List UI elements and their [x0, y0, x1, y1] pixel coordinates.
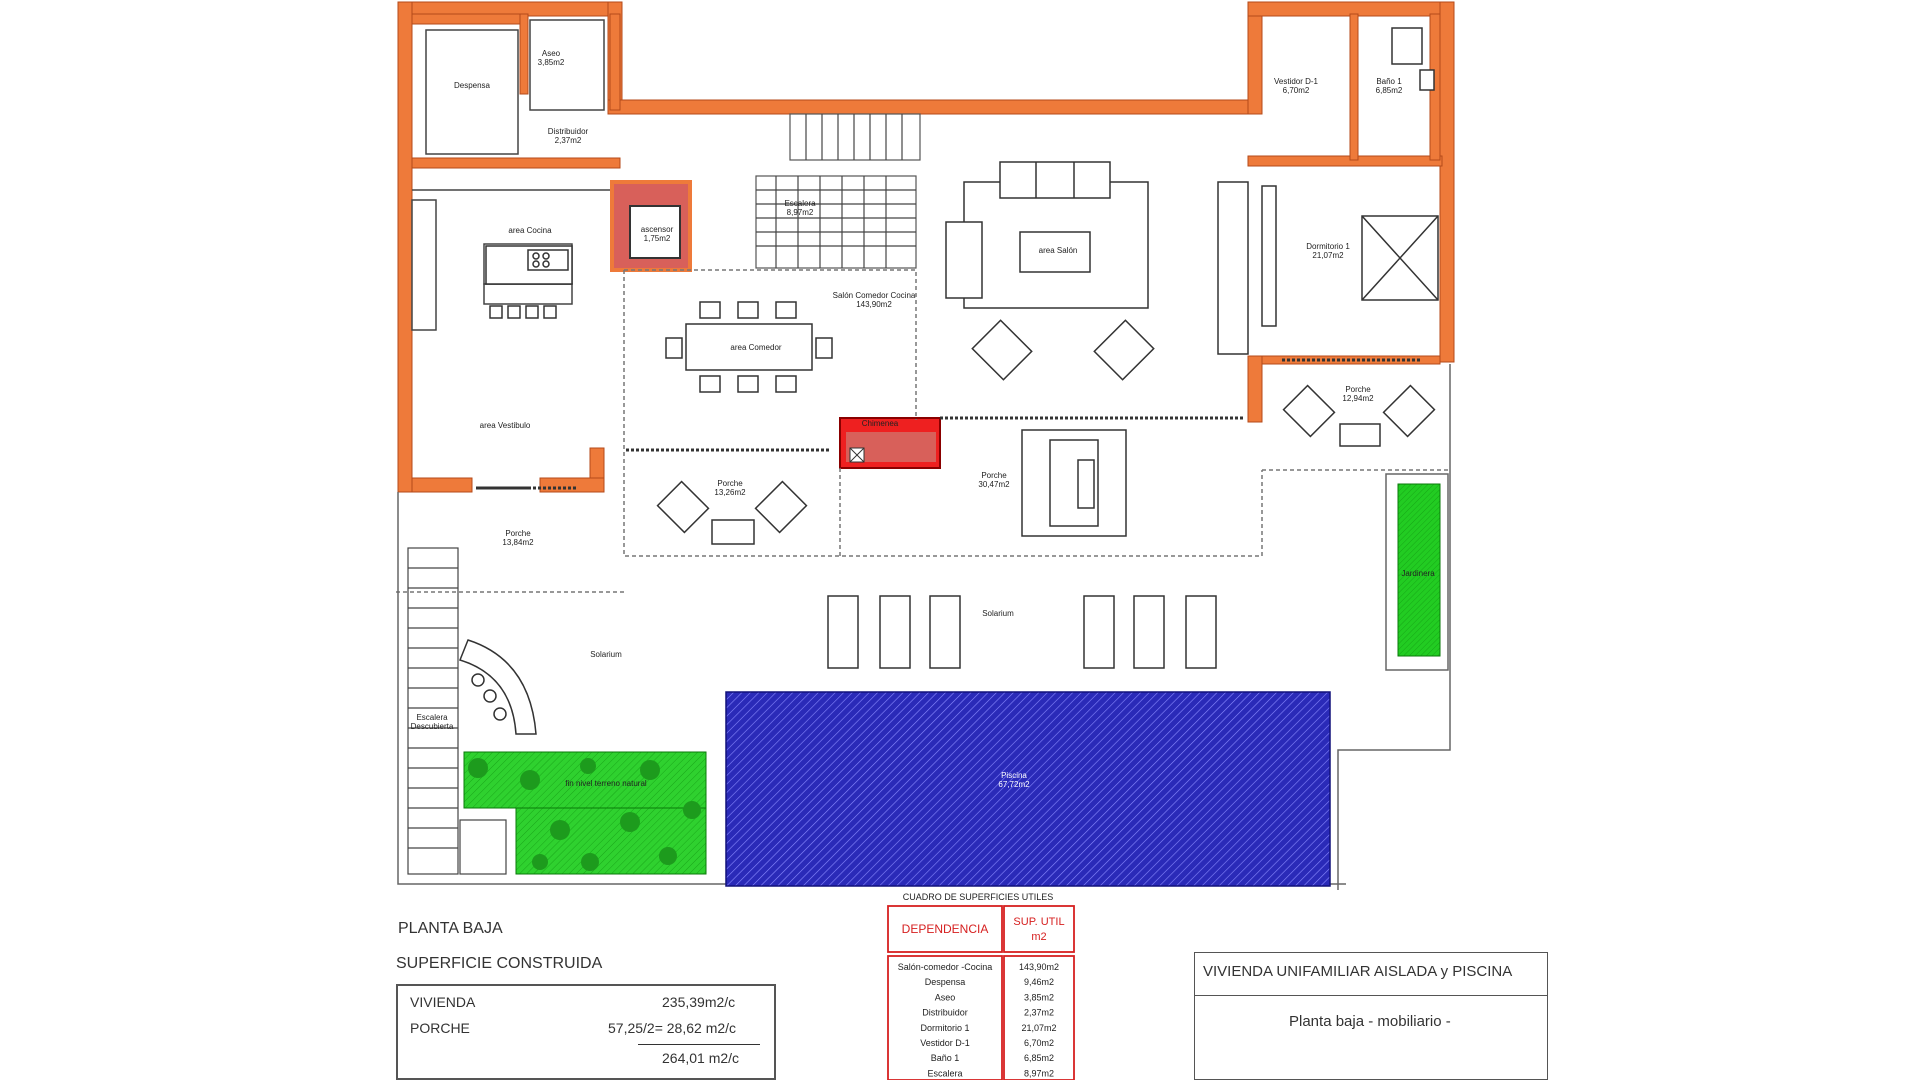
summary-row-value: 235,39m2/c	[662, 994, 736, 1010]
room-dormitorio: Dormitorio 1	[1306, 242, 1350, 251]
areas-table-row-name: Baño 1	[931, 1053, 960, 1063]
fireplace	[839, 417, 941, 469]
room-porche-center-area: 30,47m2	[978, 480, 1010, 489]
planter	[1397, 483, 1441, 657]
room-aseo-area: 3,85m2	[538, 58, 565, 67]
summary-box: VIVIENDA 235,39m2/c PORCHE 57,25/2= 28,6…	[396, 984, 776, 1080]
areas-table-row-name: Aseo	[935, 992, 956, 1002]
kitchen-island	[485, 245, 573, 319]
room-ascensor-area: 1,75m2	[644, 234, 671, 243]
room-salon-comedor: Salón Comedor Cocina	[833, 291, 916, 300]
room-vestidor-area: 6,70m2	[1283, 86, 1310, 95]
room-porche-center: Porche	[981, 471, 1007, 480]
room-solarium-right: Solarium	[982, 609, 1014, 618]
room-escalera-descubierta-1: Escalera	[416, 713, 448, 722]
plan-subtitle: SUPERFICIE CONSTRUIDA	[396, 955, 603, 972]
room-solarium-left: Solarium	[590, 650, 622, 659]
room-bano: Baño 1	[1376, 77, 1402, 86]
room-labels: Despensa Aseo 3,85m2 Distribuidor 2,37m2…	[411, 49, 1436, 789]
exterior-walls	[397, 1, 1455, 493]
title-block-subtitle: Planta baja - mobiliario -	[1289, 1013, 1451, 1030]
summary-divider	[638, 1044, 760, 1045]
sun-loungers	[827, 595, 1217, 669]
areas-table-row-name: Salón-comedor -Cocina	[898, 962, 993, 972]
plan-title: PLANTA BAJA	[398, 920, 503, 937]
room-jardin: fin nivel terreno natural	[565, 779, 647, 788]
areas-table-row-name: Escalera	[927, 1068, 962, 1078]
areas-table: CUADRO DE SUPERFICIES UTILES DEPENDENCIA…	[887, 892, 1075, 1080]
dining-table	[665, 301, 833, 393]
areas-table-header-sup-2: m2	[1031, 931, 1046, 943]
interior-stairs	[756, 114, 916, 268]
room-porche-mid: Porche	[717, 479, 743, 488]
room-porche-right-area: 12,94m2	[1342, 394, 1374, 403]
bedroom-furniture	[1261, 27, 1439, 327]
title-block-divider	[1195, 995, 1547, 996]
areas-table-row-value: 6,70m2	[1024, 1038, 1054, 1048]
areas-table-row-value: 3,85m2	[1024, 992, 1054, 1002]
room-area-salon: area Salón	[1039, 246, 1078, 255]
areas-table-header-sup-1: SUP. UTIL	[1013, 916, 1064, 928]
summary-row-label: PORCHE	[410, 1020, 470, 1036]
room-salon-comedor-area: 143,90m2	[856, 300, 892, 309]
areas-table-row-value: 143,90m2	[1019, 962, 1059, 972]
room-despensa: Despensa	[454, 81, 491, 90]
title-block: VIVIENDA UNIFAMILIAR AISLADA y PISCINA P…	[1194, 952, 1548, 1080]
room-jardinera: Jardinera	[1401, 569, 1435, 578]
room-escalera-descubierta-2: Descubierta	[411, 722, 454, 731]
swimming-pool	[725, 691, 1331, 887]
room-distribuidor-area: 2,37m2	[555, 136, 582, 145]
areas-table-row-value: 9,46m2	[1024, 977, 1054, 987]
room-piscina-area: 67,72m2	[998, 780, 1030, 789]
areas-table-row-value: 8,97m2	[1024, 1068, 1054, 1078]
areas-table-header-dependencia: DEPENDENCIA	[902, 922, 989, 936]
living-room-furniture	[945, 161, 1249, 381]
areas-table-row-name: Vestidor D-1	[920, 1038, 970, 1048]
room-dormitorio-area: 21,07m2	[1312, 251, 1344, 260]
curved-bench	[459, 639, 537, 735]
room-area-comedor: area Comedor	[730, 343, 781, 352]
room-porche-left-area: 13,84m2	[502, 538, 534, 547]
areas-table-row-name: Distribuidor	[922, 1008, 968, 1018]
room-bano-area: 6,85m2	[1376, 86, 1403, 95]
room-chimenea: Chimenea	[862, 419, 899, 428]
porch-furniture	[656, 384, 1436, 545]
room-ascensor: ascensor	[641, 225, 674, 234]
areas-table-row-value: 6,85m2	[1024, 1053, 1054, 1063]
room-aseo: Aseo	[542, 49, 561, 58]
room-piscina: Piscina	[1001, 771, 1027, 780]
elevator-shaft	[610, 180, 692, 272]
room-distribuidor: Distribuidor	[548, 127, 589, 136]
room-vestidor: Vestidor D-1	[1274, 77, 1319, 86]
room-porche-right: Porche	[1345, 385, 1371, 394]
summary-row-value: 57,25/2= 28,62 m2/c	[608, 1020, 737, 1036]
room-porche-left: Porche	[505, 529, 531, 538]
areas-table-caption: CUADRO DE SUPERFICIES UTILES	[903, 892, 1054, 902]
room-area-vestibulo: area Vestibulo	[480, 421, 531, 430]
summary-row-label: VIVIENDA	[410, 994, 476, 1010]
room-escalera-area: 8,97m2	[787, 208, 814, 217]
room-escalera: Escalera	[784, 199, 816, 208]
room-porche-mid-area: 13,26m2	[714, 488, 746, 497]
areas-table-row-name: Despensa	[925, 977, 966, 987]
outdoor-stairs	[407, 547, 507, 875]
room-area-cocina: area Cocina	[508, 226, 552, 235]
areas-table-row-name: Dormitorio 1	[920, 1023, 969, 1033]
title-block-title: VIVIENDA UNIFAMILIAR AISLADA y PISCINA	[1203, 963, 1513, 980]
areas-table-row-value: 2,37m2	[1024, 1008, 1054, 1018]
garden	[463, 751, 707, 875]
areas-table-row-value: 21,07m2	[1021, 1023, 1056, 1033]
summary-total: 264,01 m2/c	[662, 1050, 740, 1066]
door-openings	[476, 358, 1420, 490]
